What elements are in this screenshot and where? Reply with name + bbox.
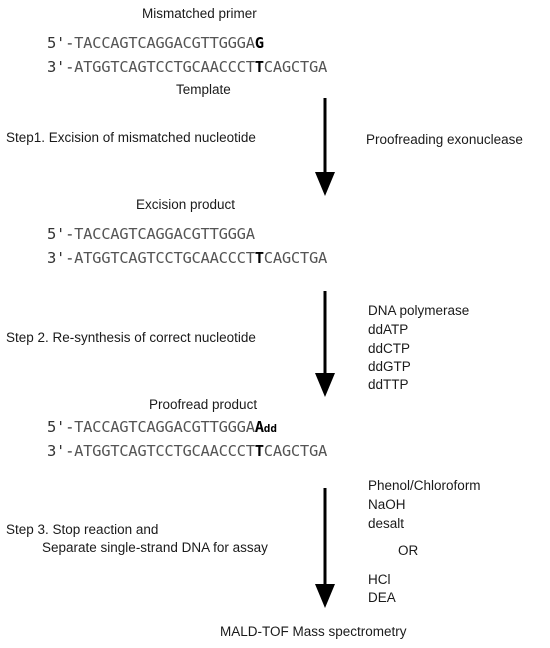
- template-right-sequence: CAGCTGA: [263, 58, 328, 76]
- template-strand-3: 3'-ATGGTCAGTCCTGCAACCCTTCAGCTGA: [47, 442, 327, 460]
- reagent-naoh: NaOH: [368, 497, 406, 512]
- proofread-product-label: Proofread product: [149, 397, 258, 412]
- reagent-ddgtp: ddGTP: [368, 359, 411, 374]
- three-prime-end: 3'-: [47, 249, 75, 267]
- mismatched-nucleotide: G: [254, 34, 264, 52]
- template-marked-nucleotide: T: [254, 58, 264, 76]
- step3-label-line1: Step 3. Stop reaction and: [6, 522, 159, 537]
- step3-arrow: [315, 488, 335, 608]
- dideoxy-suffix: dd: [263, 422, 278, 435]
- reagent-desalt: desalt: [368, 516, 405, 531]
- three-prime-end: 3'-: [47, 442, 75, 460]
- primer-strand-1: 5'-TACCAGTCAGGACGTTGGGAG: [47, 34, 264, 52]
- primer-sequence: TACCAGTCAGGACGTTGGGA: [74, 418, 255, 436]
- primer-strand-2: 5'-TACCAGTCAGGACGTTGGGA: [47, 225, 255, 243]
- template-marked-nucleotide: T: [254, 442, 264, 460]
- or-label: OR: [398, 543, 419, 558]
- five-prime-end: 5'-: [47, 225, 75, 243]
- template-right-sequence: CAGCTGA: [263, 249, 328, 267]
- primer-strand-3: 5'-TACCAGTCAGGACGTTGGGAAdd: [47, 418, 277, 438]
- template-marked-nucleotide: T: [254, 249, 264, 267]
- maldi-tof-label: MALD-TOF Mass spectrometry: [220, 624, 407, 639]
- reagent-dna-polymerase: DNA polymerase: [368, 303, 470, 318]
- reagent-ddttp: ddTTP: [368, 377, 409, 392]
- five-prime-end: 5'-: [47, 418, 75, 436]
- template-right-sequence: CAGCTGA: [263, 442, 328, 460]
- reagent-hcl: HCl: [368, 572, 391, 587]
- excision-product-label: Excision product: [136, 197, 236, 212]
- step1-label: Step1. Excision of mismatched nucleotide: [6, 130, 256, 145]
- template-left-sequence: ATGGTCAGTCCTGCAACCCT: [74, 442, 255, 460]
- mismatched-primer-label: Mismatched primer: [142, 6, 257, 21]
- reagent-ddctp: ddCTP: [368, 341, 411, 356]
- reagent-dea: DEA: [368, 590, 396, 605]
- step2-label: Step 2. Re-synthesis of correct nucleoti…: [6, 330, 256, 345]
- template-strand-2: 3'-ATGGTCAGTCCTGCAACCCTTCAGCTGA: [47, 249, 327, 267]
- reagent-phenol-chloroform: Phenol/Chloroform: [368, 478, 481, 493]
- template-left-sequence: ATGGTCAGTCCTGCAACCCT: [74, 58, 255, 76]
- primer-sequence: TACCAGTCAGGACGTTGGGA: [74, 225, 255, 243]
- step1-arrow: [315, 98, 335, 196]
- five-prime-end: 5'-: [47, 34, 75, 52]
- template-strand-1: 3'-ATGGTCAGTCCTGCAACCCTTCAGCTGA: [47, 58, 327, 76]
- step2-arrow: [315, 291, 335, 397]
- added-nucleotide: A: [254, 418, 264, 436]
- proofreading-exonuclease-label: Proofreading exonuclease: [366, 132, 523, 147]
- reagent-ddatp: ddATP: [368, 322, 409, 337]
- primer-sequence: TACCAGTCAGGACGTTGGGA: [74, 34, 255, 52]
- three-prime-end: 3'-: [47, 58, 75, 76]
- template-left-sequence: ATGGTCAGTCCTGCAACCCT: [74, 249, 255, 267]
- step3-label-line2: Separate single-strand DNA for assay: [42, 540, 268, 555]
- template-label: Template: [176, 82, 231, 97]
